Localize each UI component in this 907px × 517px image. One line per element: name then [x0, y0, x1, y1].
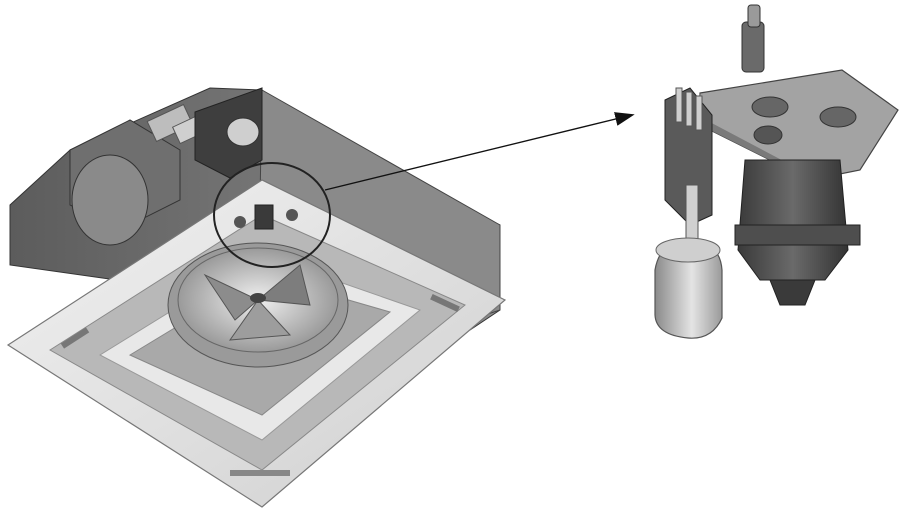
drain-pump-float-switch-icon	[654, 4, 899, 339]
magnify-circle-icon	[213, 162, 331, 268]
ceiling-cassette-air-conditioner-icon	[6, 87, 507, 508]
arrow-right-icon	[324, 112, 635, 191]
